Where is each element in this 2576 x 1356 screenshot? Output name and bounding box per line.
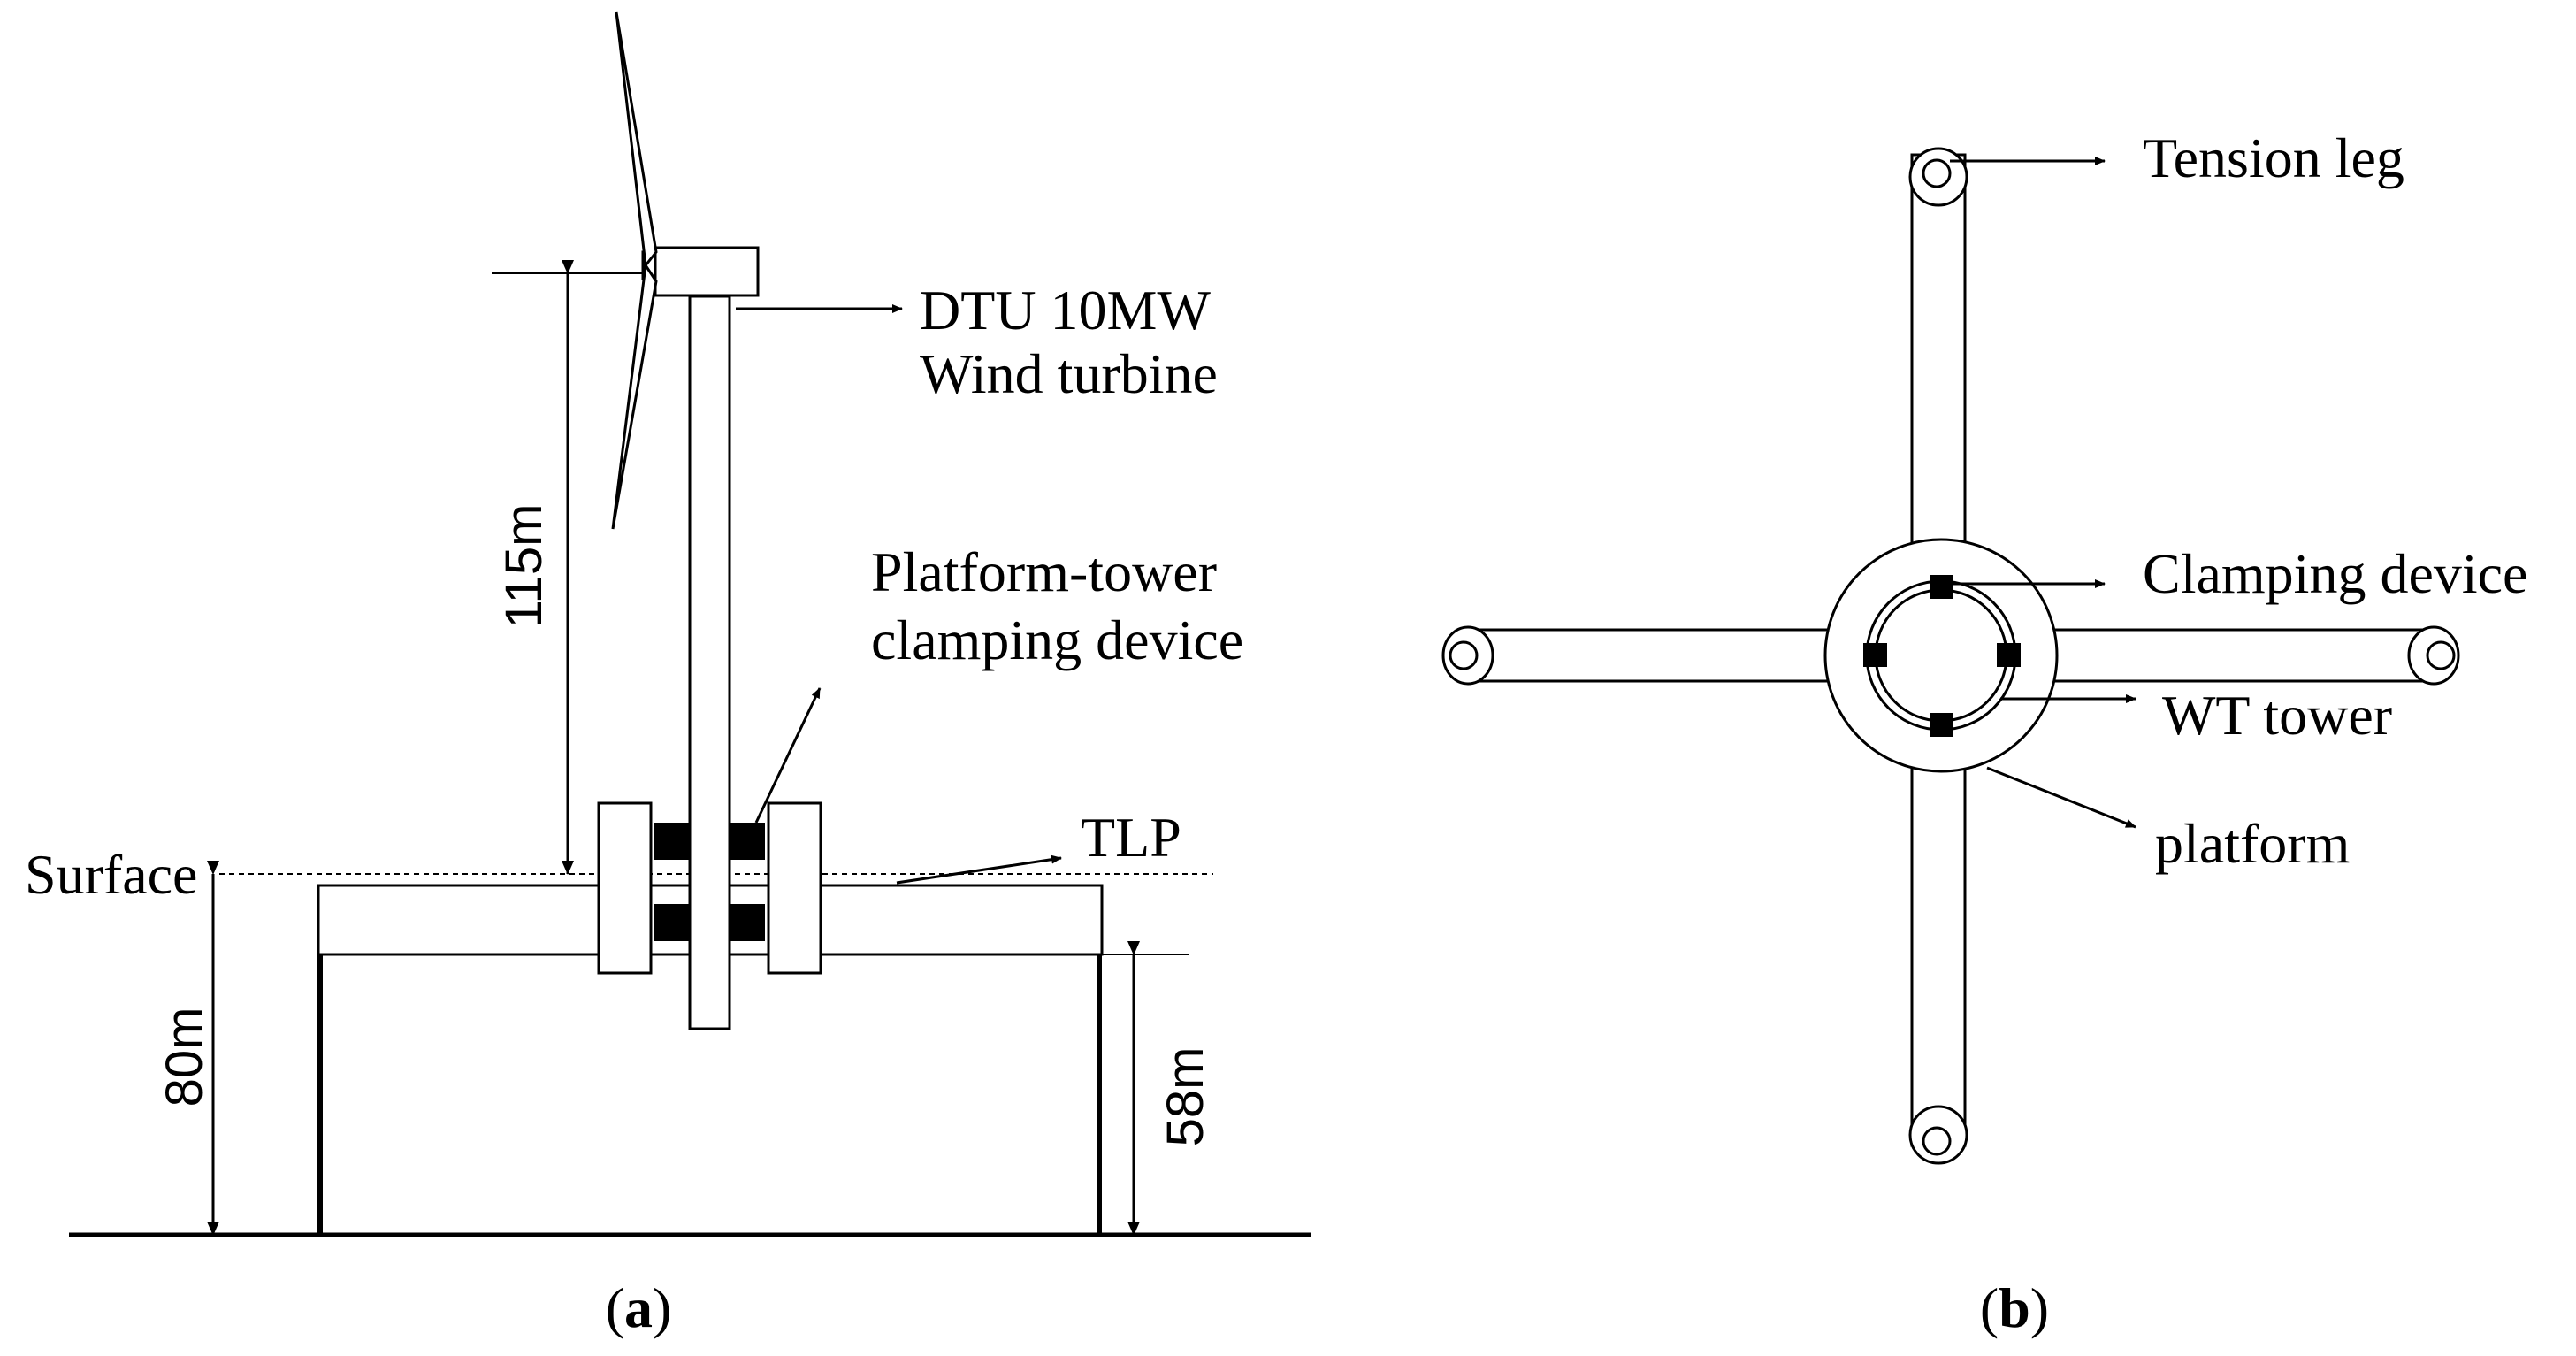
clamp-block-left	[1863, 643, 1887, 667]
label-platform-tower: Platform-tower	[871, 540, 1217, 603]
label-tlp: TLP	[1081, 806, 1181, 869]
panel-b: Tension leg Clamping device WT tower pla…	[1441, 126, 2527, 1339]
tension-leg-right-inner	[2426, 640, 2456, 670]
blade-upper	[615, 11, 658, 269]
dimension-label-80m: 80m	[156, 1007, 213, 1107]
clamp-block-upper-right	[730, 823, 765, 860]
label-wt-tower: WT tower	[2162, 684, 2392, 747]
label-surface: Surface	[25, 843, 197, 906]
clamp-housing-right	[767, 801, 822, 975]
caption-b: (b)	[1980, 1276, 2049, 1339]
tension-leg-left-inner	[1449, 640, 1479, 670]
arrow-tlp	[896, 854, 1062, 885]
arrow-platform	[1986, 766, 2136, 829]
clamp-block-top	[1930, 575, 1953, 599]
clamp-housing-left	[597, 801, 653, 975]
clamp-block-bottom	[1930, 713, 1953, 737]
clamp-block-right	[1997, 643, 2021, 667]
tension-leg-bottom-inner	[1922, 1126, 1952, 1156]
clamp-block-upper-left	[654, 823, 690, 860]
caption-b-letter: b	[1999, 1276, 2030, 1339]
label-wind-turbine: Wind turbine	[920, 342, 1218, 405]
dimension-label-58m: 58m	[1157, 1047, 1214, 1147]
caption-a: (a)	[606, 1276, 672, 1339]
caption-b-close: )	[2030, 1276, 2049, 1339]
panel-a: 115m 80m 58m DTU 10MW Wind turbine Platf…	[25, 11, 1311, 1339]
wt-tower-section	[1874, 588, 2008, 723]
caption-a-open: (	[606, 1276, 624, 1339]
clamp-block-lower-left	[654, 904, 690, 941]
label-tension-leg: Tension leg	[2143, 126, 2404, 189]
tension-leg-top-inner	[1922, 158, 1952, 188]
clamp-block-lower-right	[730, 904, 765, 941]
dimension-label-115m: 115m	[495, 504, 553, 629]
caption-b-open: (	[1980, 1276, 1999, 1339]
tower	[688, 295, 731, 1030]
label-platform: platform	[2155, 812, 2350, 875]
label-clamping-device: clamping device	[871, 609, 1243, 671]
caption-a-close: )	[653, 1276, 671, 1339]
label-dtu-10mw: DTU 10MW	[920, 279, 1211, 341]
label-clamping-device-b: Clamping device	[2143, 542, 2527, 605]
caption-a-letter: a	[624, 1276, 653, 1339]
arrow-clamping-device	[754, 687, 822, 824]
nacelle	[654, 246, 760, 297]
blade-lower	[611, 261, 658, 530]
